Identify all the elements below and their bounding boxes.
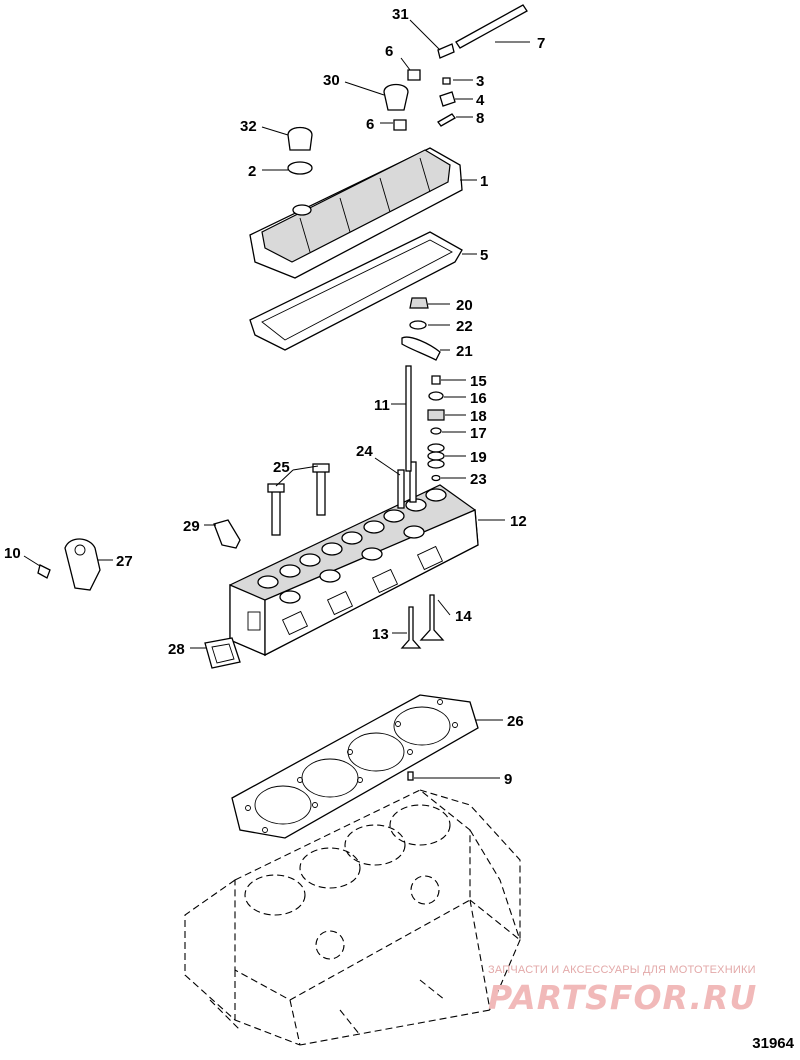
callout-6b: 6 [366,116,374,133]
callout-20: 20 [456,297,473,314]
callout-18: 18 [470,408,487,425]
callout-11: 11 [374,397,390,414]
callout-28: 28 [168,641,185,658]
oil-fill-cap [287,126,313,151]
cap-seal [287,161,313,175]
callout-26: 26 [507,713,524,730]
intake-exhaust-valves [400,594,445,649]
rocker-assembly [401,297,441,361]
callout-5: 5 [480,247,488,264]
figure-number: 31964 [752,1035,794,1052]
callout-8: 8 [476,110,484,127]
callout-30: 30 [323,72,340,89]
head-bolts [267,463,330,536]
callout-1: 1 [480,173,488,190]
callout-27: 27 [116,553,133,570]
clip-screw [442,77,451,85]
watermark-tagline: ЗАПЧАСТИ И АКСЕССУАРЫ ДЛЯ МОТОТЕХНИКИ [488,964,756,976]
callout-17: 17 [470,425,487,442]
dowel-pin [407,771,414,781]
hose-fitting [437,43,455,59]
callout-4: 4 [476,92,485,109]
breather-hose [455,4,528,49]
callout-12: 12 [510,513,527,530]
grommet-upper [407,69,421,81]
valve-cover [249,147,463,279]
pushrod [405,365,412,472]
valve-spring-stack [427,375,445,482]
callout-6a: 6 [385,43,393,60]
cylinder-head [229,461,479,657]
valve-cover-gasket [249,231,463,351]
callout-19: 19 [470,449,487,466]
engine-block [184,789,521,1046]
bracket-clip [437,113,456,127]
callout-2: 2 [248,163,256,180]
manifold-gasket [204,637,241,669]
lifting-bracket [64,538,101,591]
callout-13: 13 [372,626,389,643]
callout-16: 16 [470,390,487,407]
callout-23: 23 [470,471,487,488]
callout-10: 10 [4,545,21,562]
callout-25: 25 [273,459,290,476]
callout-9: 9 [504,771,512,788]
callout-7: 7 [537,35,545,52]
head-gasket [231,694,479,839]
bolt [37,564,51,579]
callout-labels: 31 7 6 3 30 4 32 6 8 2 1 5 20 22 21 15 1… [4,6,545,788]
callout-22: 22 [456,318,473,335]
temp-sensor [213,519,241,549]
callout-21: 21 [456,343,473,360]
callout-3: 3 [476,73,484,90]
breather-cap [383,83,409,111]
grommet-lower [393,119,407,131]
callout-32: 32 [240,118,257,135]
watermark-brand-logo: PARTSFOR.RU [488,978,758,1017]
callout-14: 14 [455,608,472,625]
callout-29: 29 [183,518,200,535]
callout-31: 31 [392,6,409,23]
leader-lines [23,19,530,779]
hose-clamp [439,91,456,107]
callout-24: 24 [356,443,373,460]
callout-15: 15 [470,373,487,390]
